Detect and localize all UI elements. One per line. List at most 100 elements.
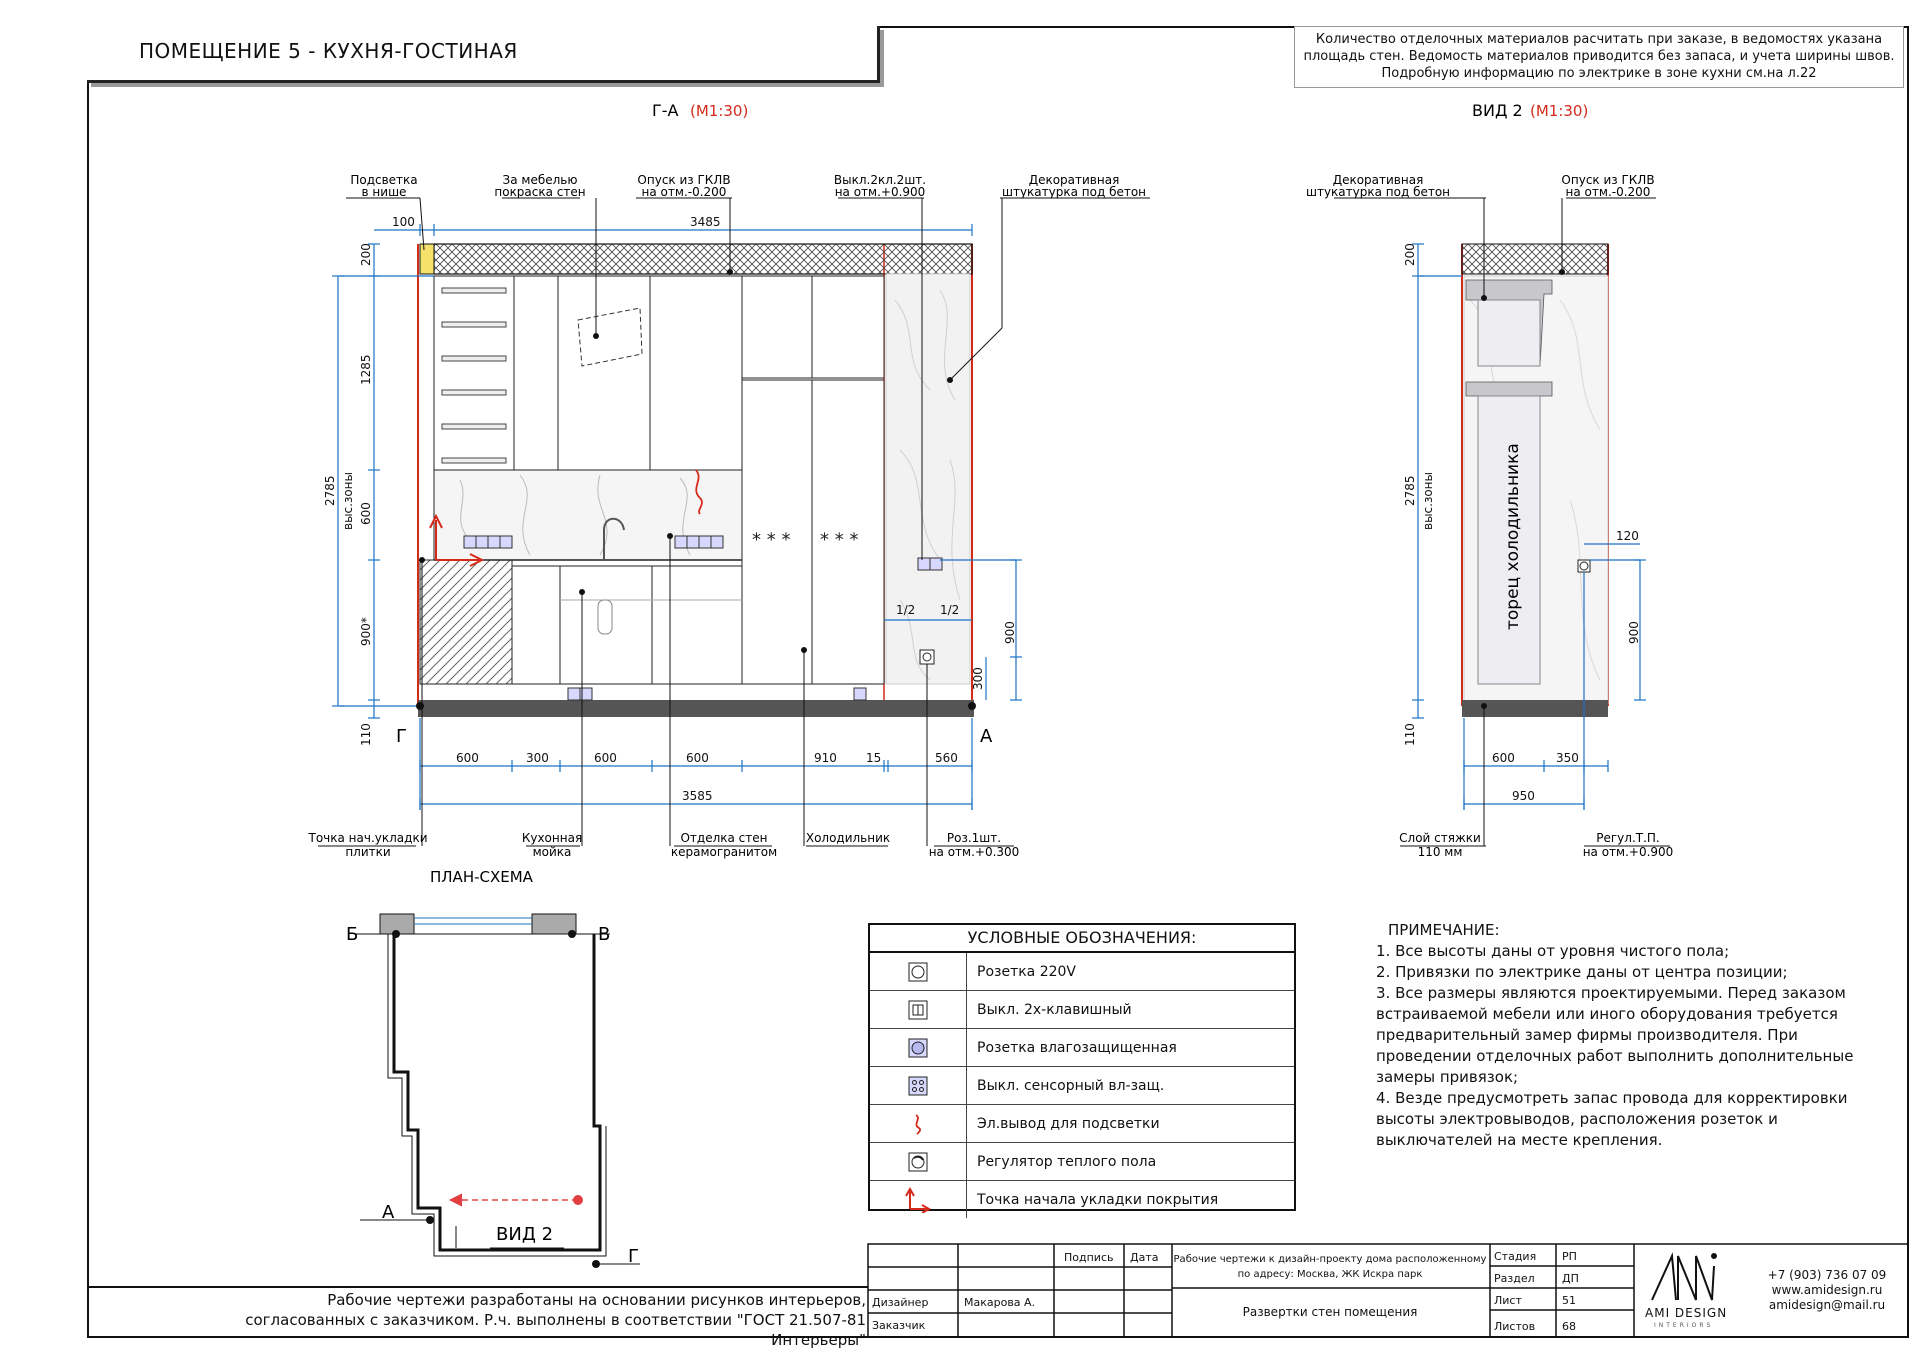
- dim-text: 120: [1616, 529, 1639, 543]
- callout-text: керамогранитом: [671, 845, 777, 859]
- bottom-note-line: Рабочие чертежи разработаны на основании…: [327, 1291, 866, 1309]
- legend-label: Выкл. сенсорный вл-защ.: [977, 1077, 1165, 1094]
- company-name: AMI DESIGN: [1645, 1306, 1728, 1320]
- dimensions-ga: [332, 224, 1022, 810]
- callout-text: Кухонная: [522, 831, 582, 845]
- company-site[interactable]: www.amidesign.ru: [1771, 1283, 1883, 1297]
- sheet-title-tab: ПОМЕЩЕНИЕ 5 - КУХНЯ-ГОСТИНАЯ: [87, 26, 880, 83]
- notes-block: ПРИМЕЧАНИЕ: 1. Все высоты даны от уровня…: [1376, 920, 1896, 1151]
- dim-text: 1/2: [940, 603, 959, 617]
- callout-text: Холодильник: [806, 831, 890, 845]
- callout-text: 110 мм: [1418, 845, 1463, 859]
- note-line: 3. Все размеры являются проектируемыми. …: [1376, 984, 1846, 1002]
- legend-row: Розетка влагозащищенная: [870, 1029, 1294, 1067]
- view-2-scale: (М1:30): [1530, 102, 1588, 120]
- dim-text: 350: [1556, 751, 1579, 765]
- fridge-side-label: торец холодильника: [1503, 443, 1523, 630]
- dim-text: 910: [814, 751, 837, 765]
- dim-text: 15: [866, 751, 881, 765]
- legend-label: Точка начала укладки покрытия: [977, 1191, 1219, 1208]
- svg-text:⁎ ⁎ ⁎: ⁎ ⁎ ⁎: [752, 524, 790, 545]
- company-email[interactable]: amidesign@mail.ru: [1768, 1298, 1886, 1312]
- callout-text: плитки: [345, 845, 390, 859]
- legend-row: Выкл. 2х-клавишный: [870, 991, 1294, 1029]
- callout-text: на отм.-0.200: [642, 185, 727, 199]
- legend-label: Розетка влагозащищенная: [977, 1039, 1177, 1056]
- dim-text: 900: [1627, 621, 1641, 644]
- elevation-ga: ⁎ ⁎ ⁎ ⁎ ⁎ ⁎: [417, 243, 974, 717]
- legend-row: Регулятор теплого пола: [870, 1143, 1294, 1181]
- callout-text: в нише: [362, 185, 407, 199]
- sensor-switch-icon: [870, 1067, 967, 1104]
- dim-text: 3585: [682, 789, 713, 803]
- dim-text: 900: [1003, 621, 1017, 644]
- dim-text: 600: [456, 751, 479, 765]
- notes-title: ПРИМЕЧАНИЕ:: [1388, 921, 1500, 939]
- callout-text: Регул.Т.П.: [1596, 831, 1660, 845]
- note-line: выключателей на месте крепления.: [1376, 1131, 1663, 1149]
- dim-text: 600: [686, 751, 709, 765]
- note-line: высоты электровыводов, расположения розе…: [1376, 1110, 1778, 1128]
- plan-mark-v: В: [598, 924, 610, 945]
- dim-text: 560: [935, 751, 958, 765]
- dim-text: 3485: [690, 215, 721, 229]
- dimensions-view-2: [1412, 243, 1646, 810]
- callout-text: штукатурка под бетон: [1002, 185, 1146, 199]
- plan-title: ПЛАН-СХЕМА: [430, 868, 534, 886]
- view-2-title: ВИД 2: [1472, 101, 1523, 120]
- top-note-line: Подробную информацию по электрике в зоне…: [1381, 66, 1817, 81]
- note-line: предварительный замер фирмы производител…: [1376, 1026, 1798, 1044]
- waterproof-socket-icon: [870, 1029, 967, 1066]
- view-ga-scale: (М1:30): [690, 102, 748, 120]
- bottom-left-note: Рабочие чертежи разработаны на основании…: [150, 1290, 866, 1350]
- legend-label: Эл.вывод для подсветки: [977, 1115, 1160, 1132]
- light-outlet-icon: [870, 1105, 967, 1142]
- dim-text: 100: [392, 215, 415, 229]
- callout-text: Отделка стен: [680, 831, 767, 845]
- callout-text: на отм.-0.200: [1566, 185, 1651, 199]
- callout-text: покраска стен: [494, 185, 585, 199]
- callout-text: Выкл.2кл.2шт.: [834, 173, 926, 187]
- note-line: 4. Везде предусмотреть запас провода для…: [1376, 1089, 1848, 1107]
- section-mark-g: Г: [396, 726, 407, 747]
- plan-view-label: ВИД 2: [496, 1224, 553, 1245]
- dim-text: 1285: [359, 354, 373, 385]
- dim-text: 600: [594, 751, 617, 765]
- dim-text: 300: [971, 667, 985, 690]
- elevation-view-2: торец холодильника: [1461, 243, 1609, 717]
- callout-text: Опуск из ГКЛВ: [1561, 173, 1654, 187]
- legend-row: Точка начала укладки покрытия: [870, 1181, 1294, 1218]
- note-line: 2. Привязки по электрике даны от центра …: [1376, 963, 1788, 981]
- dim-text: 2785: [1403, 475, 1417, 506]
- plan-mark-b: Б: [346, 924, 358, 945]
- legend-row: Эл.вывод для подсветки: [870, 1105, 1294, 1143]
- company-subtitle: INTERIORS: [1654, 1322, 1714, 1329]
- dim-text: 200: [359, 243, 373, 266]
- callout-text: на отм.+0.900: [835, 185, 926, 199]
- dim-text: 200: [1403, 243, 1417, 266]
- plan-scheme: [354, 913, 640, 1268]
- company-contacts: +7 (903) 736 07 09 www.amidesign.ru amid…: [1762, 1268, 1892, 1313]
- note-line: встраиваемой мебели или иного оборудован…: [1376, 1005, 1838, 1023]
- dim-text: 110: [359, 723, 373, 746]
- company-phone[interactable]: +7 (903) 736 07 09: [1767, 1268, 1887, 1282]
- callout-lines-view-2: [1334, 197, 1670, 847]
- legend-table: УСЛОВНЫЕ ОБОЗНАЧЕНИЯ: Розетка 220V Выкл.…: [868, 923, 1296, 1218]
- callout-text: на отм.+0.300: [929, 845, 1020, 859]
- callout-text: Декоративная: [1029, 173, 1120, 187]
- legend-row: Выкл. сенсорный вл-защ.: [870, 1067, 1294, 1105]
- start-point-icon: [870, 1181, 967, 1218]
- dim-text: 300: [526, 751, 549, 765]
- legend-row: Розетка 220V: [870, 953, 1294, 991]
- plan-mark-g: Г: [628, 1246, 639, 1267]
- svg-text:⁎ ⁎ ⁎: ⁎ ⁎ ⁎: [820, 524, 858, 545]
- callout-text: За мебелью: [503, 173, 578, 187]
- dim-text: 900*: [359, 617, 373, 646]
- section-mark-a: А: [980, 726, 993, 747]
- dim-text: 600: [359, 502, 373, 525]
- note-line: 1. Все высоты даны от уровня чистого пол…: [1376, 942, 1730, 960]
- top-note-line: площадь стен. Ведомость материалов приво…: [1303, 49, 1895, 64]
- sheet-title: ПОМЕЩЕНИЕ 5 - КУХНЯ-ГОСТИНАЯ: [139, 39, 518, 63]
- callout-text: Декоративная: [1333, 173, 1424, 187]
- legend-label: Регулятор теплого пола: [977, 1153, 1157, 1170]
